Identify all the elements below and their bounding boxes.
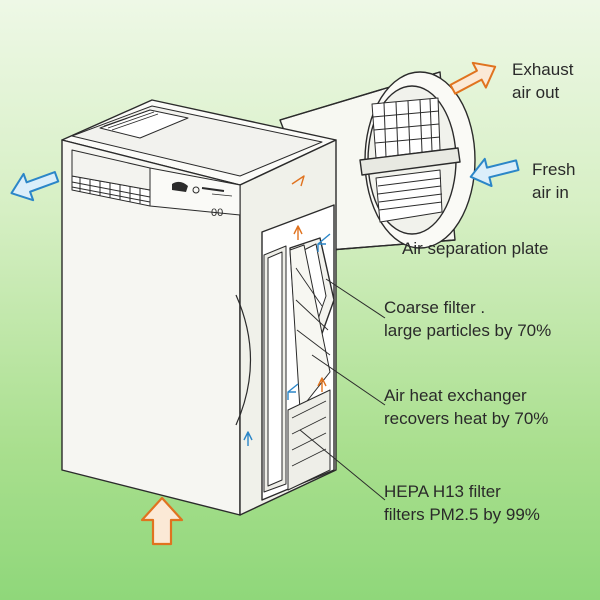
- exhaust-label-line-2: air out: [512, 83, 560, 103]
- exhaust-label-line-1: Exhaust: [512, 60, 574, 79]
- outlet-air-arrow-icon: [10, 171, 60, 202]
- hepa-filter-slot: [287, 389, 331, 491]
- brand-logo-icon: [172, 181, 188, 192]
- hepa-label-line-2: filters PM2.5 by 99%: [384, 505, 540, 525]
- flow-up-arrow-icon: [317, 377, 327, 392]
- top-control-panel: [71, 105, 323, 177]
- flow-diagonal-arrow-icon: [287, 383, 299, 400]
- exhaust-air-label: Exhaust air out: [512, 58, 573, 105]
- heat-exchanger-block: [289, 237, 335, 411]
- coarse-label-line-1: Coarse filter .: [384, 298, 486, 317]
- flow-up-arrow-icon: [243, 431, 253, 446]
- callout-leaders: [299, 278, 386, 501]
- exhaust-arrow-icon: [449, 61, 497, 95]
- fresh-label-line-1: Fresh: [532, 160, 576, 179]
- air-separation-plate: [359, 147, 461, 176]
- fresh-air-label: Fresh air in: [532, 158, 575, 205]
- device-badge: 00: [211, 207, 223, 219]
- duct-lower-louvers: [375, 169, 443, 223]
- heat-exchanger-label: Air heat exchanger recovers heat by 70%: [384, 384, 548, 431]
- coarse-label-line-2: large particles by 70%: [384, 321, 552, 341]
- brand-emblem-icon: [192, 186, 200, 194]
- hx-label-line-2: recovers heat by 70%: [384, 409, 549, 429]
- hepa-filter-label: HEPA H13 filter filters PM2.5 by 99%: [384, 480, 540, 527]
- flow-up-arrow-icon: [293, 225, 303, 240]
- hx-label-line-1: Air heat exchanger: [384, 386, 527, 405]
- flow-diagonal-arrow-icon: [317, 233, 331, 252]
- internal-flow-arrows: [243, 175, 331, 446]
- separation-plate-label: Air separation plate: [402, 239, 549, 258]
- hepa-label-line-1: HEPA H13 filter: [384, 482, 501, 501]
- duct-inner-grid: [371, 97, 441, 159]
- fresh-air-arrow-icon: [469, 157, 520, 188]
- coarse-filter-label: Coarse filter . large particles by 70%: [384, 296, 551, 343]
- fan-curve: [235, 294, 252, 426]
- front-display-panel: [149, 167, 241, 216]
- flow-up-arrow-icon: [291, 175, 305, 187]
- fresh-label-line-2: air in: [532, 183, 569, 203]
- intake-air-arrow-icon: [140, 496, 184, 546]
